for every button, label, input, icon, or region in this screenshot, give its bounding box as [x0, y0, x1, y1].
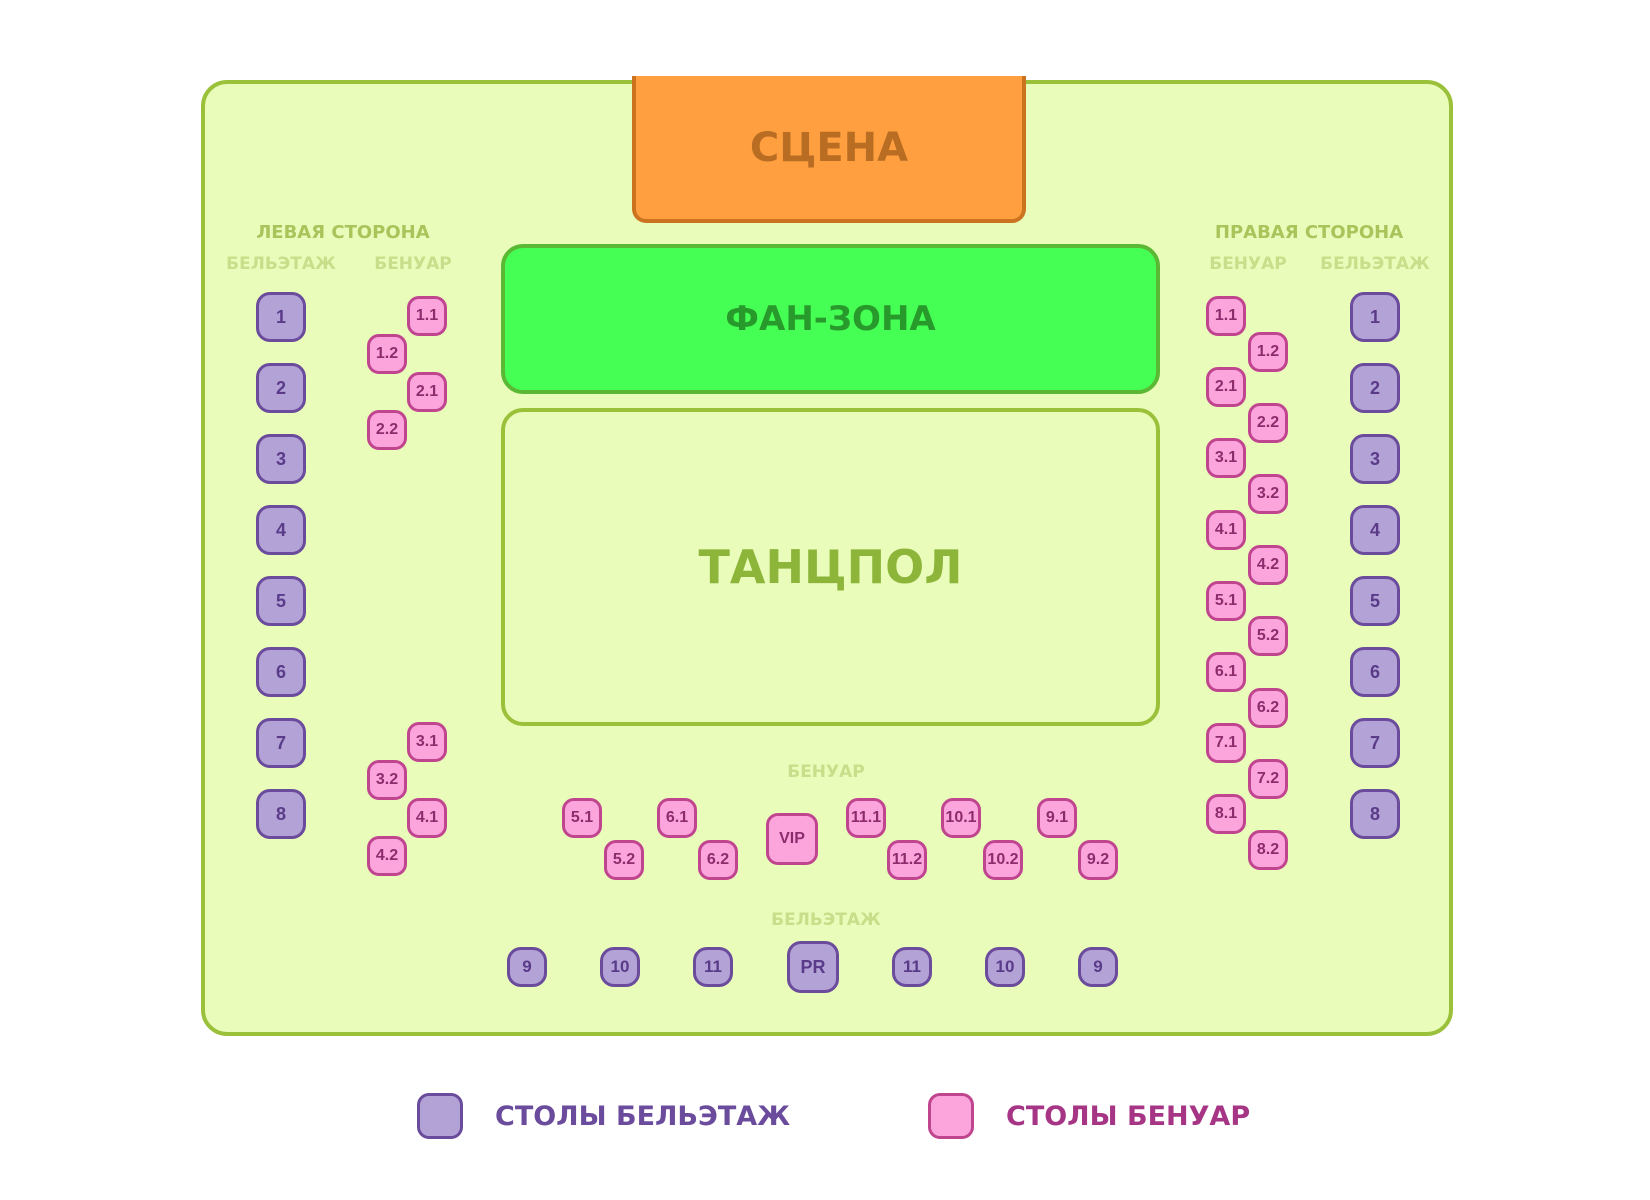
left-benoir-table-4.2[interactable]: 4.2: [367, 836, 407, 876]
right-benoir-table-4.1[interactable]: 4.1: [1206, 509, 1246, 550]
bottom-benoir-table-11.1[interactable]: 11.1: [846, 798, 886, 838]
left-beletage-table-1[interactable]: 1: [256, 292, 306, 342]
right-beletage-table-1[interactable]: 1: [1350, 292, 1400, 342]
right-benoir-table-1.1[interactable]: 1.1: [1206, 296, 1246, 336]
left-benoir-table-2.2[interactable]: 2.2: [367, 410, 407, 450]
legend-benoir-text: СТОЛЫ БЕНУАР: [1006, 1100, 1251, 1132]
stage-label: СЦЕНА: [749, 124, 909, 171]
vip-table[interactable]: VIP: [766, 813, 818, 865]
right-benoir-table-3.2[interactable]: 3.2: [1248, 474, 1288, 514]
right-benoir-table-6.1[interactable]: 6.1: [1206, 652, 1246, 692]
right-beletage-table-8[interactable]: 8: [1350, 789, 1400, 839]
bottom-benoir-table-6.2[interactable]: 6.2: [698, 840, 738, 880]
bottom-beletage-table-10[interactable]: 10: [985, 947, 1025, 987]
right-benoir-table-1.2[interactable]: 1.2: [1248, 331, 1288, 372]
dance-floor[interactable]: ТАНЦПОЛ: [501, 408, 1160, 726]
right-benoir-table-3.1[interactable]: 3.1: [1206, 438, 1246, 479]
left-beletage-table-8[interactable]: 8: [256, 789, 306, 839]
bottom-benoir-table-9.1[interactable]: 9.1: [1037, 798, 1077, 838]
bottom-beletage-table-9[interactable]: 9: [1078, 947, 1118, 987]
bottom-benoir-table-10.2[interactable]: 10.2: [983, 840, 1023, 880]
right-side-label: ПРАВАЯ СТОРОНА: [1214, 222, 1404, 243]
right-benoir-table-5.2[interactable]: 5.2: [1248, 616, 1288, 657]
venue-hall: [201, 80, 1453, 1036]
right-beletage-table-6[interactable]: 6: [1350, 647, 1400, 697]
left-benoir-table-1.2[interactable]: 1.2: [367, 334, 407, 374]
legend-benoir: СТОЛЫ БЕНУАР: [928, 1093, 1250, 1139]
bottom-benoir-table-5.1[interactable]: 5.1: [562, 798, 602, 838]
left-beletage-table-2[interactable]: 2: [256, 363, 306, 413]
left-side-label: ЛЕВАЯ СТОРОНА: [256, 222, 430, 243]
left-benoir-table-2.1[interactable]: 2.1: [407, 372, 447, 412]
left-beletage-table-7[interactable]: 7: [256, 718, 306, 768]
left-beletage-table-3[interactable]: 3: [256, 434, 306, 484]
right-benoir-table-8.2[interactable]: 8.2: [1248, 830, 1288, 870]
right-beletage-table-3[interactable]: 3: [1350, 434, 1400, 484]
fan-zone-label: ФАН-ЗОНА: [725, 299, 936, 339]
right-benoir-label: БЕНУАР: [1209, 254, 1287, 274]
left-benoir-table-4.1[interactable]: 4.1: [407, 798, 447, 838]
left-beletage-table-4[interactable]: 4: [256, 505, 306, 555]
right-beletage-table-5[interactable]: 5: [1350, 576, 1400, 626]
legend-benoir-swatch: [928, 1093, 974, 1139]
right-benoir-table-7.2[interactable]: 7.2: [1248, 758, 1288, 799]
right-benoir-table-4.2[interactable]: 4.2: [1248, 545, 1288, 586]
right-beletage-table-4[interactable]: 4: [1350, 505, 1400, 555]
right-benoir-table-8.1[interactable]: 8.1: [1206, 794, 1246, 835]
left-benoir-table-3.1[interactable]: 3.1: [407, 722, 447, 762]
bottom-beletage-label: БЕЛЬЭТАЖ: [771, 910, 881, 930]
dance-floor-label: ТАНЦПОЛ: [698, 540, 963, 594]
left-benoir-label: БЕНУАР: [374, 254, 452, 274]
right-beletage-table-7[interactable]: 7: [1350, 718, 1400, 768]
right-benoir-table-7.1[interactable]: 7.1: [1206, 723, 1246, 764]
bottom-benoir-table-10.1[interactable]: 10.1: [941, 798, 981, 838]
legend-beletage: СТОЛЫ БЕЛЬЭТАЖ: [417, 1093, 790, 1139]
left-beletage-label: БЕЛЬЭТАЖ: [226, 254, 336, 274]
left-benoir-table-1.1[interactable]: 1.1: [407, 296, 447, 336]
pr-table[interactable]: PR: [787, 941, 839, 993]
stage-zone[interactable]: СЦЕНА: [632, 76, 1026, 223]
left-beletage-table-5[interactable]: 5: [256, 576, 306, 626]
bottom-beletage-table-10[interactable]: 10: [600, 947, 640, 987]
legend-beletage-swatch: [417, 1093, 463, 1139]
right-beletage-table-2[interactable]: 2: [1350, 363, 1400, 413]
bottom-beletage-table-9[interactable]: 9: [507, 947, 547, 987]
right-benoir-table-6.2[interactable]: 6.2: [1248, 687, 1288, 728]
right-benoir-table-2.2[interactable]: 2.2: [1248, 402, 1288, 443]
bottom-benoir-table-9.2[interactable]: 9.2: [1078, 840, 1118, 880]
right-beletage-label: БЕЛЬЭТАЖ: [1320, 254, 1430, 274]
right-benoir-table-2.1[interactable]: 2.1: [1206, 367, 1246, 408]
legend-beletage-text: СТОЛЫ БЕЛЬЭТАЖ: [495, 1100, 791, 1132]
fan-zone[interactable]: ФАН-ЗОНА: [501, 244, 1160, 394]
bottom-benoir-label: БЕНУАР: [787, 762, 865, 782]
left-beletage-table-6[interactable]: 6: [256, 647, 306, 697]
bottom-benoir-table-5.2[interactable]: 5.2: [604, 840, 644, 880]
bottom-benoir-table-6.1[interactable]: 6.1: [657, 798, 697, 838]
left-benoir-table-3.2[interactable]: 3.2: [367, 760, 407, 800]
bottom-beletage-table-11[interactable]: 11: [892, 947, 932, 987]
bottom-benoir-table-11.2[interactable]: 11.2: [887, 840, 927, 880]
right-benoir-table-5.1[interactable]: 5.1: [1206, 580, 1246, 621]
bottom-beletage-table-11[interactable]: 11: [693, 947, 733, 987]
